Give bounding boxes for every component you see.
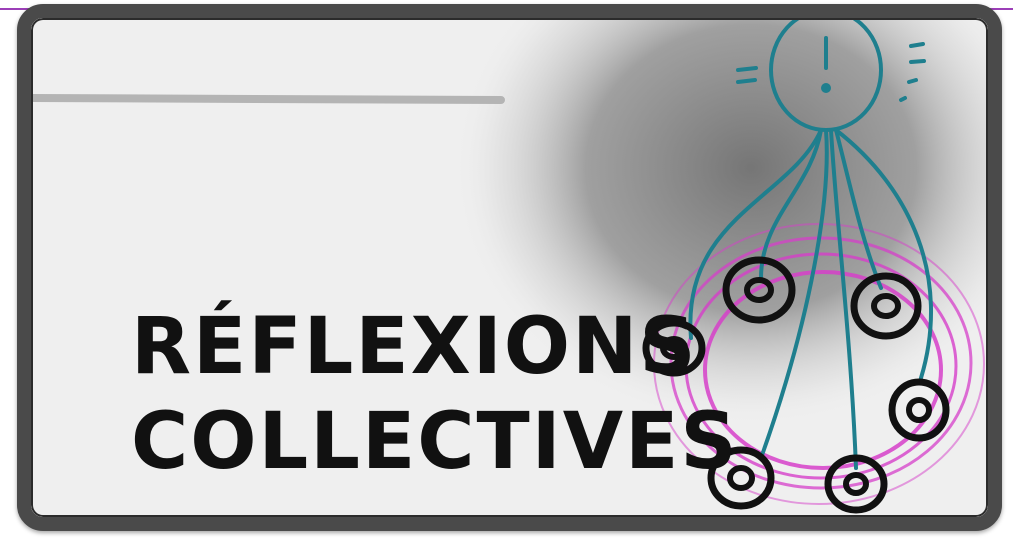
- idea-head-icon: [688, 18, 934, 470]
- person-node: [850, 272, 922, 340]
- person-node: [888, 378, 950, 442]
- title-line-1: RÉFLEXIONS: [131, 300, 698, 392]
- pencil-line: [31, 94, 505, 104]
- person-node: [824, 454, 888, 514]
- title-line-2: COLLECTIVES: [131, 397, 739, 487]
- person-node: [707, 446, 775, 510]
- person-node: [642, 319, 706, 377]
- people-nodes: [642, 256, 950, 514]
- illustration: RÉFLEXIONS COLLECTIVES: [31, 18, 988, 517]
- illustration-card: RÉFLEXIONS COLLECTIVES: [17, 4, 1002, 531]
- person-node: [722, 256, 796, 324]
- people-circle-icon: [653, 223, 985, 505]
